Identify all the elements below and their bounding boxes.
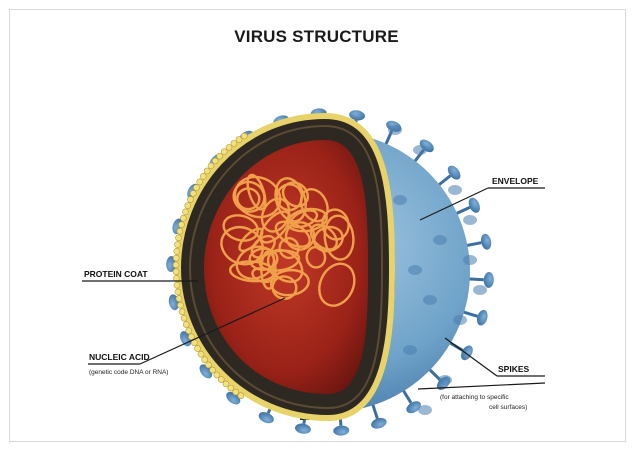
spike-head: [294, 422, 311, 435]
protein-bead: [205, 362, 211, 368]
protein-bead: [212, 158, 218, 164]
protein-bead: [231, 140, 237, 146]
protein-bead: [178, 222, 184, 228]
protein-bead: [208, 163, 214, 169]
protein-bead: [214, 372, 220, 378]
protein-bead: [238, 393, 244, 399]
spikes-note-line-2: cell surfaces): [489, 404, 527, 411]
protein-bead: [198, 351, 204, 357]
envelope-bump: [433, 235, 447, 245]
protein-bead: [176, 296, 182, 302]
protein-bead: [177, 228, 183, 234]
protein-bead: [200, 173, 206, 179]
envelope-bump: [408, 265, 422, 275]
spike-head: [459, 343, 476, 362]
spikes-leader-line: [445, 338, 497, 376]
spike-head: [257, 410, 276, 426]
protein-bead: [233, 389, 239, 395]
envelope-bump: [413, 145, 427, 155]
protein-bead: [183, 322, 189, 328]
protein-bead: [177, 302, 183, 308]
protein-bead: [210, 367, 216, 373]
protein-bead: [195, 346, 201, 352]
protein-bead: [236, 137, 242, 143]
envelope-bump: [463, 215, 477, 225]
envelope-label: ENVELOPE: [492, 176, 538, 186]
envelope-bump: [473, 285, 487, 295]
envelope-bump: [423, 295, 437, 305]
protein-coat-label: PROTEIN COAT: [84, 269, 148, 279]
envelope-bump: [463, 255, 477, 265]
protein-bead: [174, 248, 180, 254]
protein-bead: [181, 315, 187, 321]
protein-bead: [218, 377, 224, 383]
nucleic-acid-note: (genetic code DNA or RNA): [89, 369, 168, 376]
spike-head: [480, 233, 493, 251]
protein-bead: [221, 149, 227, 155]
protein-bead: [185, 203, 191, 209]
spike-head: [475, 309, 489, 327]
protein-bead: [197, 179, 203, 185]
protein-bead: [226, 144, 232, 150]
protein-bead: [180, 215, 186, 221]
protein-bead: [202, 357, 208, 363]
spike-head: [333, 425, 350, 436]
spike-head: [370, 416, 388, 430]
protein-bead: [182, 209, 188, 215]
protein-bead: [193, 185, 199, 191]
spikes-note-line-1: (for attaching to specific: [440, 394, 509, 401]
spike-head: [483, 272, 494, 288]
protein-bead: [176, 235, 182, 241]
nucleic-acid-label: NUCLEIC ACID: [89, 352, 150, 362]
protein-bead: [190, 190, 196, 196]
protein-bead: [223, 381, 229, 387]
protein-bead: [173, 262, 179, 268]
protein-bead: [217, 153, 223, 159]
protein-bead: [204, 168, 210, 174]
spikes-label: SPIKES: [498, 364, 529, 374]
protein-bead: [175, 242, 181, 248]
envelope-bump: [418, 405, 432, 415]
protein-bead: [179, 309, 185, 315]
envelope-bump: [448, 185, 462, 195]
envelope-bump: [393, 195, 407, 205]
protein-bead: [173, 269, 179, 275]
protein-bead: [241, 133, 247, 139]
envelope-bump: [403, 345, 417, 355]
protein-bead: [174, 282, 180, 288]
envelope-bump: [438, 375, 452, 385]
protein-bead: [186, 328, 192, 334]
protein-bead: [228, 385, 234, 391]
envelope-bump: [388, 125, 402, 135]
envelope-bump: [453, 315, 467, 325]
protein-bead: [175, 289, 181, 295]
spike-head: [466, 196, 482, 215]
protein-bead: [173, 255, 179, 261]
protein-bead: [187, 196, 193, 202]
protein-bead: [188, 334, 194, 340]
